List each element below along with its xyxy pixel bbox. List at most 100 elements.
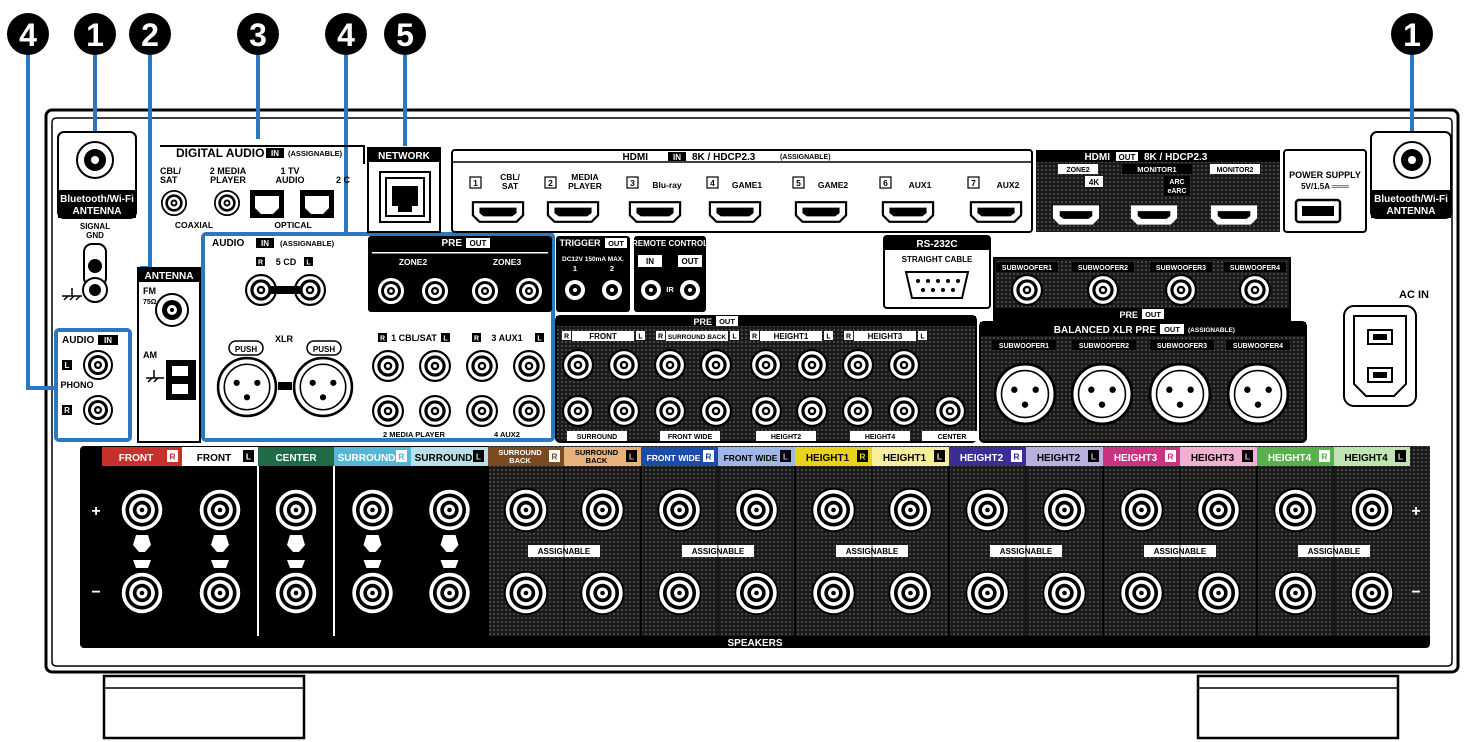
xlr-in-l-jack[interactable] <box>292 356 354 418</box>
phono-r-jack[interactable] <box>83 395 113 425</box>
fm-antenna-jack[interactable] <box>155 293 189 327</box>
speaker-minus-post[interactable] <box>427 570 472 616</box>
pre-out-jack[interactable] <box>888 395 920 427</box>
hdmi-in-6-port[interactable] <box>881 201 935 223</box>
speaker-plus-post[interactable] <box>197 487 243 533</box>
speaker-plus-post[interactable] <box>1042 487 1087 533</box>
speaker-minus-post[interactable] <box>197 570 243 616</box>
speaker-minus-post[interactable] <box>888 570 933 616</box>
media-l-jack[interactable] <box>419 395 451 427</box>
bal-sub4-jack[interactable] <box>1226 362 1290 426</box>
speaker-plus-post[interactable] <box>734 487 779 533</box>
optical-2-jack[interactable] <box>300 190 334 218</box>
pre-out-jack[interactable] <box>608 395 640 427</box>
hdmi-in-5-port[interactable] <box>794 201 848 223</box>
speaker-minus-post[interactable] <box>1196 570 1241 616</box>
media-r-jack[interactable] <box>372 395 404 427</box>
xlr-in-r-jack[interactable] <box>216 356 278 418</box>
speaker-minus-post[interactable] <box>503 570 549 616</box>
aux2-l-jack[interactable] <box>513 395 545 427</box>
pre-out-jack[interactable] <box>750 395 782 427</box>
speaker-plus-post[interactable] <box>965 487 1010 533</box>
speaker-plus-post[interactable] <box>1349 487 1395 533</box>
speaker-minus-post[interactable] <box>965 570 1010 616</box>
pre-out-jack[interactable] <box>654 349 686 381</box>
pre-out-jack[interactable] <box>700 395 732 427</box>
aux2-r-jack[interactable] <box>466 395 498 427</box>
cbl-r-jack[interactable] <box>372 350 404 382</box>
speaker-plus-post[interactable] <box>1196 487 1241 533</box>
hdmi-out-monitor2-port[interactable] <box>1210 205 1258 225</box>
speaker-plus-post[interactable] <box>1119 487 1164 533</box>
speaker-minus-post[interactable] <box>734 570 779 616</box>
speaker-plus-post[interactable] <box>119 487 165 533</box>
aux1-l-jack[interactable] <box>513 350 545 382</box>
speaker-minus-post[interactable] <box>1042 570 1087 616</box>
zone3-r-jack[interactable] <box>470 276 500 306</box>
speaker-plus-post[interactable] <box>811 487 856 533</box>
pre-out-jack[interactable] <box>700 349 732 381</box>
zone3-l-jack[interactable] <box>514 276 544 306</box>
bt-antenna-right[interactable]: Bluetooth/Wi-Fi ANTENNA <box>1370 131 1452 219</box>
speaker-plus-post[interactable] <box>888 487 933 533</box>
hdmi-in-3-port[interactable] <box>628 201 682 223</box>
speaker-minus-post[interactable] <box>811 570 856 616</box>
hdmi-in-7-port[interactable] <box>969 201 1023 223</box>
hdmi-out-monitor1-port[interactable] <box>1130 205 1178 225</box>
hdmi-out-zone2-port[interactable] <box>1052 205 1100 225</box>
speaker-plus-post[interactable] <box>350 487 395 533</box>
speaker-minus-post[interactable] <box>350 570 395 616</box>
bal-sub1-jack[interactable] <box>993 362 1057 426</box>
pre-out-jack[interactable] <box>608 349 640 381</box>
hdmi-in-1-port[interactable] <box>471 201 525 223</box>
optical-tv-jack[interactable] <box>250 190 284 218</box>
rs232c-port[interactable] <box>904 271 970 299</box>
speaker-plus-post[interactable] <box>580 487 625 533</box>
pre-out-jack[interactable] <box>842 349 874 381</box>
pre-sub1-jack[interactable] <box>1011 274 1043 306</box>
pre-sub4-jack[interactable] <box>1239 274 1271 306</box>
phono-l-jack[interactable] <box>83 350 113 380</box>
speaker-minus-post[interactable] <box>119 570 165 616</box>
pre-out-jack[interactable] <box>796 349 828 381</box>
speaker-minus-post[interactable] <box>273 570 319 616</box>
pre-out-jack[interactable] <box>654 395 686 427</box>
hdmi-in-2-port[interactable] <box>546 201 600 223</box>
speaker-plus-post[interactable] <box>1273 487 1318 533</box>
speaker-minus-post[interactable] <box>1119 570 1164 616</box>
bt-antenna-left[interactable]: Bluetooth/Wi-Fi ANTENNA <box>57 131 137 219</box>
bal-sub2-jack[interactable] <box>1070 362 1134 426</box>
remote-out-jack[interactable] <box>680 280 700 300</box>
coaxial-media-jack[interactable] <box>214 190 240 216</box>
speaker-minus-post[interactable] <box>1349 570 1395 616</box>
hdmi-in-4-port[interactable] <box>708 201 762 223</box>
speaker-minus-post[interactable] <box>657 570 702 616</box>
speaker-plus-post[interactable] <box>503 487 549 533</box>
pre-out-jack[interactable] <box>750 349 782 381</box>
cbl-l-jack[interactable] <box>419 350 451 382</box>
pre-out-jack[interactable] <box>562 395 594 427</box>
speaker-minus-post[interactable] <box>1273 570 1318 616</box>
ethernet-port[interactable] <box>379 171 431 223</box>
pre-sub3-jack[interactable] <box>1165 274 1197 306</box>
signal-gnd-terminal[interactable] <box>82 243 108 303</box>
pre-out-jack[interactable] <box>842 395 874 427</box>
speaker-minus-post[interactable] <box>580 570 625 616</box>
pre-sub2-jack[interactable] <box>1087 274 1119 306</box>
am-antenna-terminal[interactable] <box>166 360 196 400</box>
trigger-1-jack[interactable] <box>565 280 585 300</box>
zone2-l-jack[interactable] <box>420 276 450 306</box>
ac-in-socket[interactable] <box>1343 305 1417 407</box>
bal-sub3-jack[interactable] <box>1148 362 1212 426</box>
remote-in-jack[interactable] <box>641 280 661 300</box>
trigger-2-jack[interactable] <box>602 280 622 300</box>
pre-out-jack[interactable] <box>934 395 966 427</box>
usb-port[interactable] <box>1294 198 1342 224</box>
aux1-r-jack[interactable] <box>466 350 498 382</box>
coaxial-cbl-jack[interactable] <box>161 190 187 216</box>
speaker-plus-post[interactable] <box>657 487 702 533</box>
pre-out-jack[interactable] <box>562 349 594 381</box>
pre-out-jack[interactable] <box>888 349 920 381</box>
speaker-plus-post[interactable] <box>427 487 472 533</box>
pre-out-jack[interactable] <box>796 395 828 427</box>
